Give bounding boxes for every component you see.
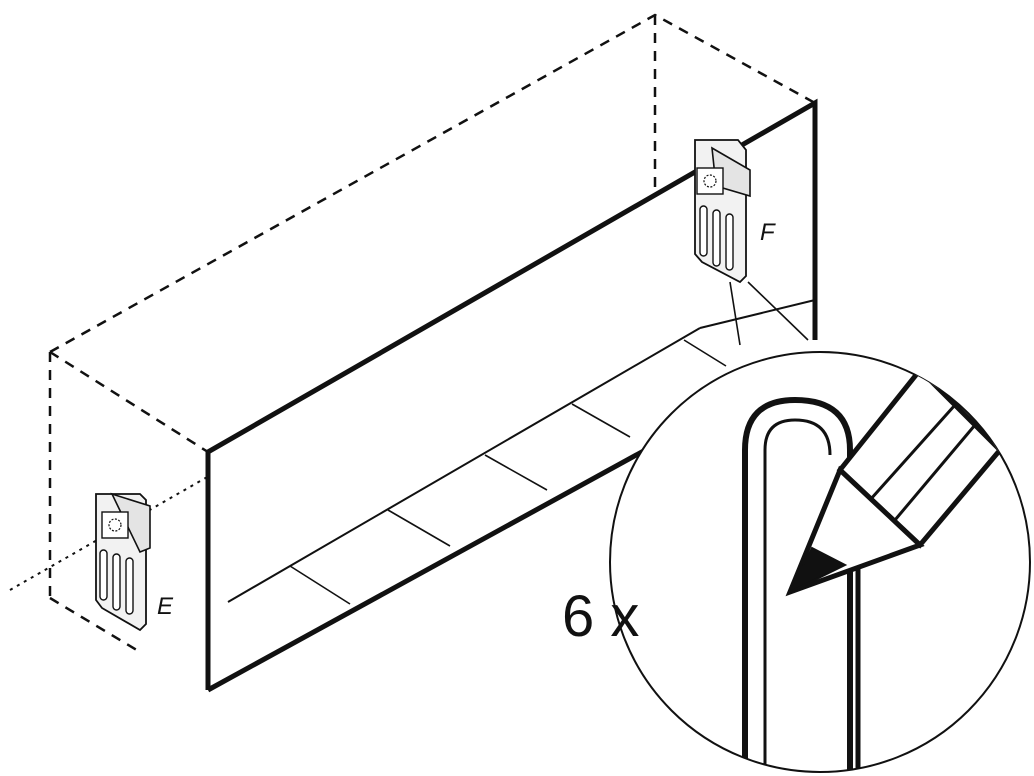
- floor-segments: [289, 339, 727, 605]
- pencil-icon: [785, 366, 1004, 597]
- wall-bracket-icon: [95, 492, 151, 632]
- wall-bracket-icon: [694, 139, 751, 284]
- quantity-label: 6 x: [562, 584, 639, 649]
- callout-lines: [729, 281, 809, 346]
- bracket-label-f: F: [760, 219, 776, 246]
- wall-panel: [205, 98, 818, 693]
- bracket-label-e: E: [157, 593, 174, 620]
- magnifier-circle: [609, 351, 1031, 773]
